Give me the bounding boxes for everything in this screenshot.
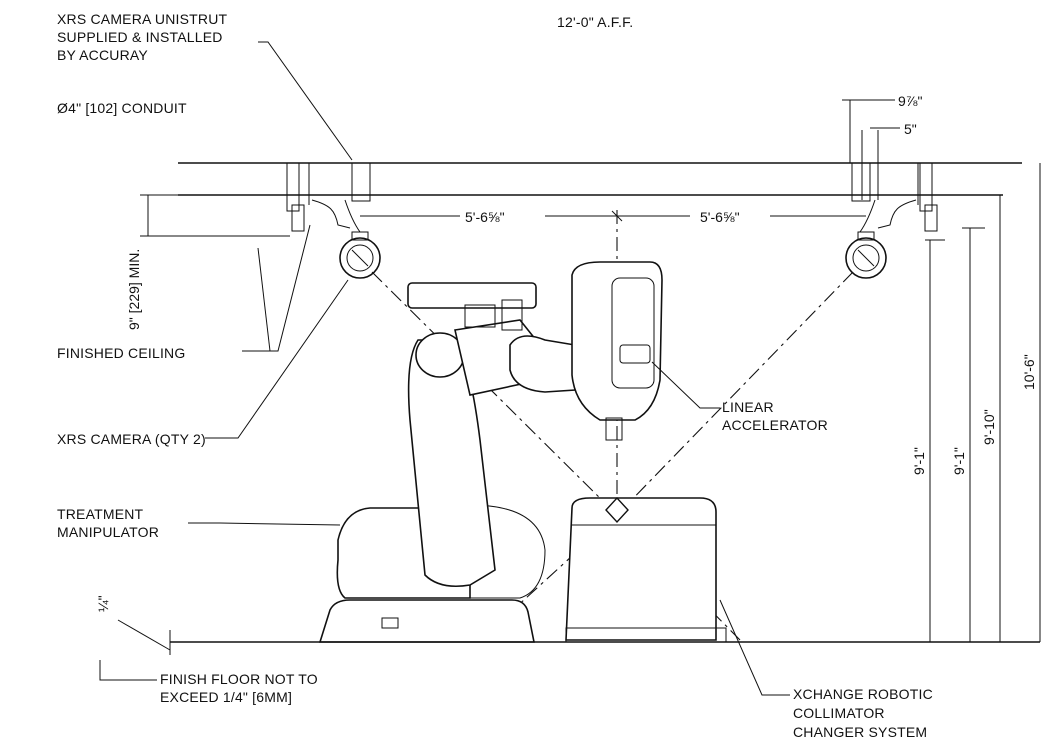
floor-tol-dim: ¼" [95, 595, 111, 612]
min-clear-dim: 9" [229] MIN. [126, 249, 142, 330]
linac-label-2: ACCELERATOR [722, 417, 828, 433]
manipulator-label-1: TREATMENT [57, 506, 144, 522]
xrs-camera-label: XRS CAMERA (QTY 2) [57, 431, 206, 447]
linear-accelerator [571, 261, 663, 441]
unistrut-label-1: XRS CAMERA UNISTRUT [57, 11, 228, 27]
span-left-dim: 5'-6⅝" [465, 209, 505, 225]
manipulator-label-2: MANIPULATOR [57, 524, 159, 540]
top-offset-dim: 5" [904, 121, 917, 137]
leader-lines [99, 41, 790, 696]
unistrut-label-2: SUPPLIED & INSTALLED [57, 29, 223, 45]
height-dim-3: 9'-10" [981, 409, 997, 445]
height-dimensions [925, 163, 1041, 642]
span-dimension [360, 210, 866, 222]
xchange-label-1: XCHANGE ROBOTIC [793, 686, 933, 702]
xchange-label-3: CHANGER SYSTEM [793, 724, 927, 740]
span-right-dim: 5'-6⅝" [700, 209, 740, 225]
floor-label-2: EXCEED 1/4" [6MM] [160, 689, 292, 705]
xrs-camera-right [845, 231, 887, 279]
height-dim-1: 9'-1" [911, 447, 927, 475]
min-clearance-dimension [140, 194, 300, 237]
height-dim-4: 10'-6" [1021, 354, 1037, 390]
xchange-label-2: COLLIMATOR [793, 705, 885, 721]
xchange-table [565, 496, 727, 643]
top-width-dim: 9⅞" [898, 93, 922, 109]
linac-label-1: LINEAR [722, 399, 774, 415]
conduit-label: Ø4" [102] CONDUIT [57, 100, 187, 116]
floor-label-1: FINISH FLOOR NOT TO [160, 671, 318, 687]
finish-floor [169, 630, 1040, 655]
finished-ceiling-label: FINISHED CEILING [57, 345, 185, 361]
ceiling-structure [178, 130, 1022, 233]
unistrut-label-3: BY ACCURAY [57, 47, 148, 63]
top-width-dimension [842, 99, 900, 163]
height-dim-2: 9'-1" [951, 447, 967, 475]
xrs-camera-left [339, 231, 381, 279]
robot-arm [407, 282, 576, 588]
top-height-label: 12'-0" A.F.F. [557, 14, 633, 30]
